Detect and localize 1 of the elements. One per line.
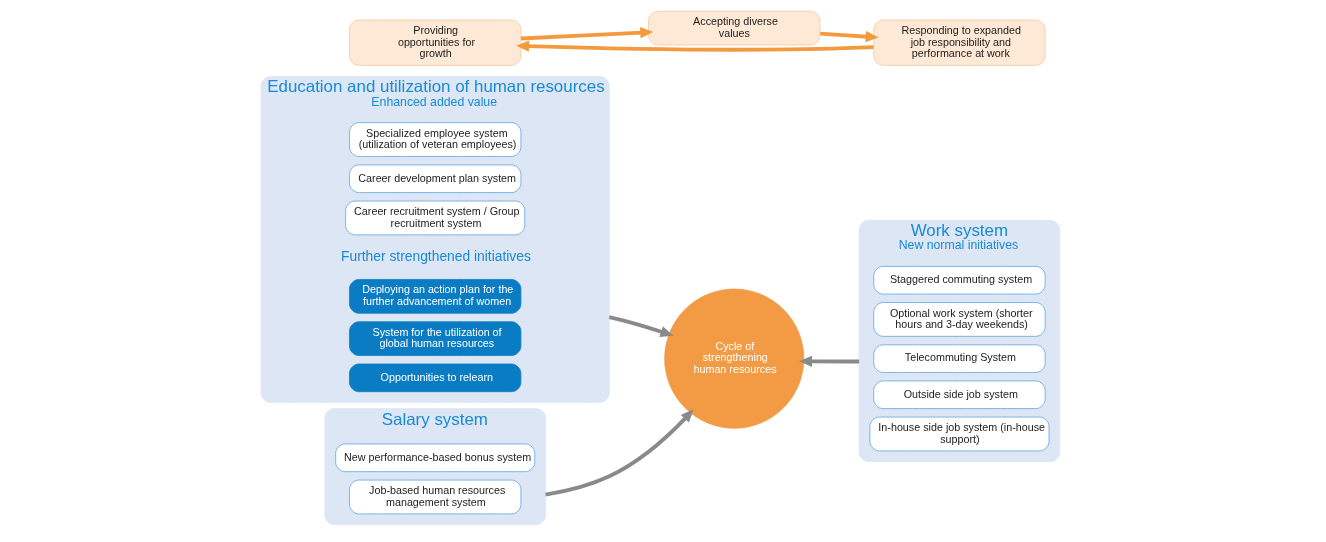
label: Further strengthened initiatives — [340, 247, 531, 264]
